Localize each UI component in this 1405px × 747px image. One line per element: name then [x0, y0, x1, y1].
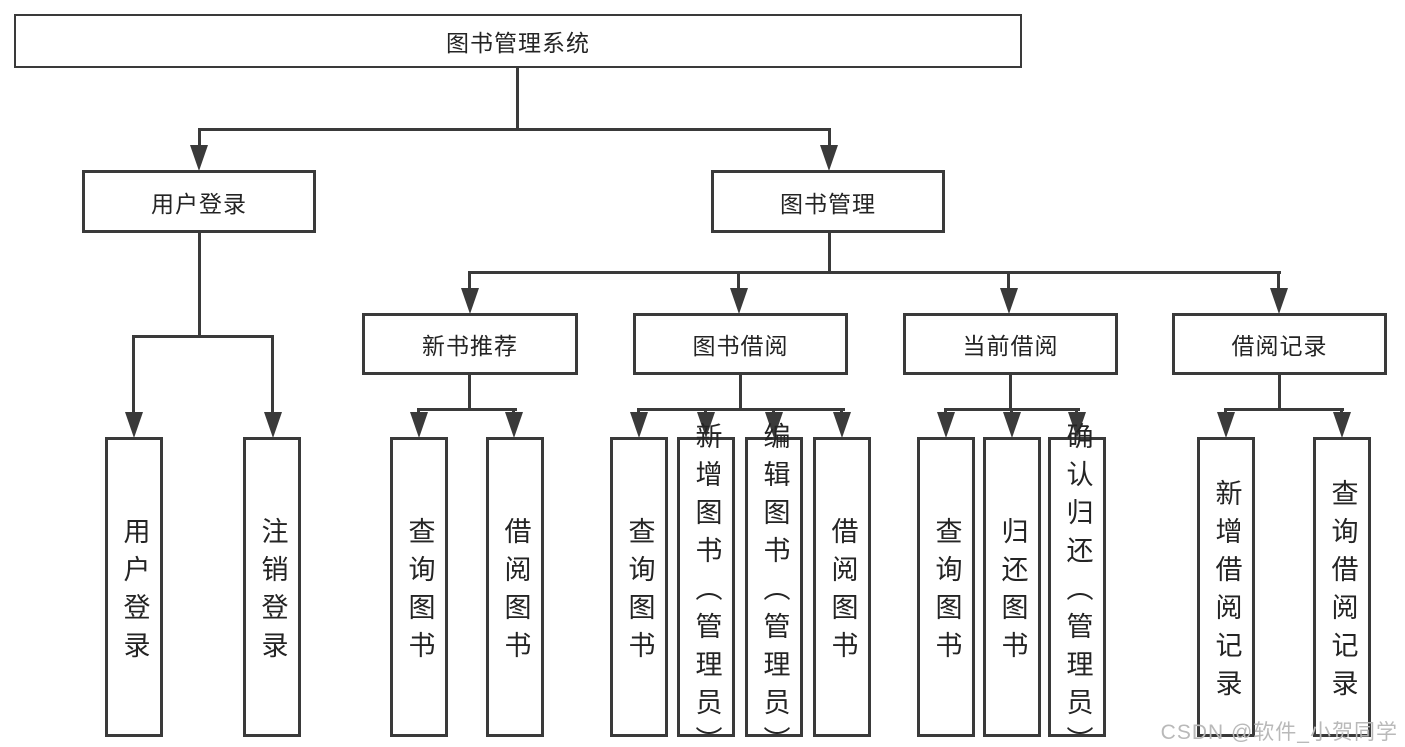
- node-label: 借阅图书: [500, 516, 531, 669]
- connector-hline: [198, 128, 831, 131]
- arrow-down-icon: [937, 412, 955, 438]
- connector-vline: [198, 233, 201, 337]
- connector-vline: [132, 335, 135, 415]
- node-label: 查询图书: [931, 516, 962, 669]
- arrow-down-icon: [1333, 412, 1351, 438]
- arrow-down-icon: [730, 288, 748, 314]
- arrow-down-icon: [1068, 412, 1086, 438]
- node-label: 用户登录: [151, 190, 247, 217]
- arrow-down-icon: [820, 145, 838, 171]
- node-label: 图书管理: [780, 190, 876, 217]
- node-leaf-query-borrow-record: 查询借阅记录: [1313, 437, 1371, 737]
- node-leaf-logout: 注销登录: [243, 437, 301, 737]
- node-root-label: 图书管理系统: [446, 30, 590, 56]
- node-leaf-add-book-admin: 新增图书（管理员）: [677, 422, 735, 747]
- arrow-down-icon: [190, 145, 208, 171]
- arrow-down-icon: [1270, 288, 1288, 314]
- arrow-down-icon: [697, 412, 715, 438]
- connector-vline: [828, 233, 831, 273]
- connector-vline: [198, 128, 201, 148]
- node-label: 查询图书: [404, 516, 435, 669]
- node-label: 用户登录: [119, 516, 150, 669]
- connector-hline: [417, 408, 517, 411]
- node-label: 图书借阅: [692, 333, 789, 359]
- arrow-down-icon: [1217, 412, 1235, 438]
- node-leaf-query-books-1: 查询图书: [390, 437, 448, 737]
- connector-hline: [132, 335, 274, 338]
- arrow-down-icon: [264, 412, 282, 438]
- connector-vline: [1007, 271, 1010, 291]
- node-label: 注销登录: [257, 516, 288, 669]
- connector-vline: [1278, 375, 1281, 410]
- node-label: 当前借阅: [962, 333, 1059, 359]
- node-label: 查询借阅记录: [1327, 478, 1358, 707]
- arrow-down-icon: [461, 288, 479, 314]
- node-current-borrow: 当前借阅: [903, 313, 1118, 375]
- node-label: 新增图书（管理员）: [691, 421, 722, 747]
- node-root: 图书管理系统: [14, 14, 1022, 68]
- arrow-down-icon: [630, 412, 648, 438]
- node-leaf-user-login: 用户登录: [105, 437, 163, 737]
- connector-vline: [468, 271, 471, 291]
- node-borrow-records: 借阅记录: [1172, 313, 1387, 375]
- node-leaf-query-books-2: 查询图书: [610, 437, 668, 737]
- connector-vline: [1009, 375, 1012, 410]
- node-label: 查询图书: [624, 516, 655, 669]
- connector-vline: [271, 335, 274, 415]
- node-label: 编辑图书（管理员）: [759, 421, 790, 747]
- node-label: 新增借阅记录: [1211, 478, 1242, 707]
- node-label: 借阅记录: [1231, 333, 1328, 359]
- connector-hline: [1224, 408, 1344, 411]
- connector-hline: [637, 408, 845, 411]
- node-leaf-add-borrow-record: 新增借阅记录: [1197, 437, 1255, 737]
- arrow-down-icon: [125, 412, 143, 438]
- node-book-borrow: 图书借阅: [633, 313, 848, 375]
- arrow-down-icon: [505, 412, 523, 438]
- node-user-login: 用户登录: [82, 170, 316, 233]
- node-label: 借阅图书: [827, 516, 858, 669]
- node-new-book-recommend: 新书推荐: [362, 313, 578, 375]
- node-leaf-confirm-return-admin: 确认归还（管理员）: [1048, 422, 1106, 747]
- node-leaf-return-book: 归还图书: [983, 437, 1041, 737]
- arrow-down-icon: [1003, 412, 1021, 438]
- node-leaf-borrow-books-2: 借阅图书: [813, 437, 871, 737]
- arrow-down-icon: [410, 412, 428, 438]
- arrow-down-icon: [1000, 288, 1018, 314]
- node-leaf-edit-book-admin: 编辑图书（管理员）: [745, 422, 803, 747]
- connector-vline: [516, 68, 519, 130]
- node-label: 确认归还（管理员）: [1062, 421, 1093, 747]
- connector-vline: [468, 375, 471, 410]
- node-leaf-query-books-3: 查询图书: [917, 437, 975, 737]
- connector-vline: [739, 375, 742, 410]
- csdn-watermark: CSDN @软件_小贺同学: [1160, 721, 1398, 744]
- connector-vline: [828, 128, 831, 148]
- connector-hline: [468, 271, 1281, 274]
- arrow-down-icon: [765, 412, 783, 438]
- node-book-management: 图书管理: [711, 170, 945, 233]
- arrow-down-icon: [833, 412, 851, 438]
- node-label: 新书推荐: [422, 333, 518, 359]
- connector-vline: [1277, 271, 1280, 291]
- node-leaf-borrow-books-1: 借阅图书: [486, 437, 544, 737]
- connector-vline: [737, 271, 740, 291]
- node-label: 归还图书: [997, 516, 1028, 669]
